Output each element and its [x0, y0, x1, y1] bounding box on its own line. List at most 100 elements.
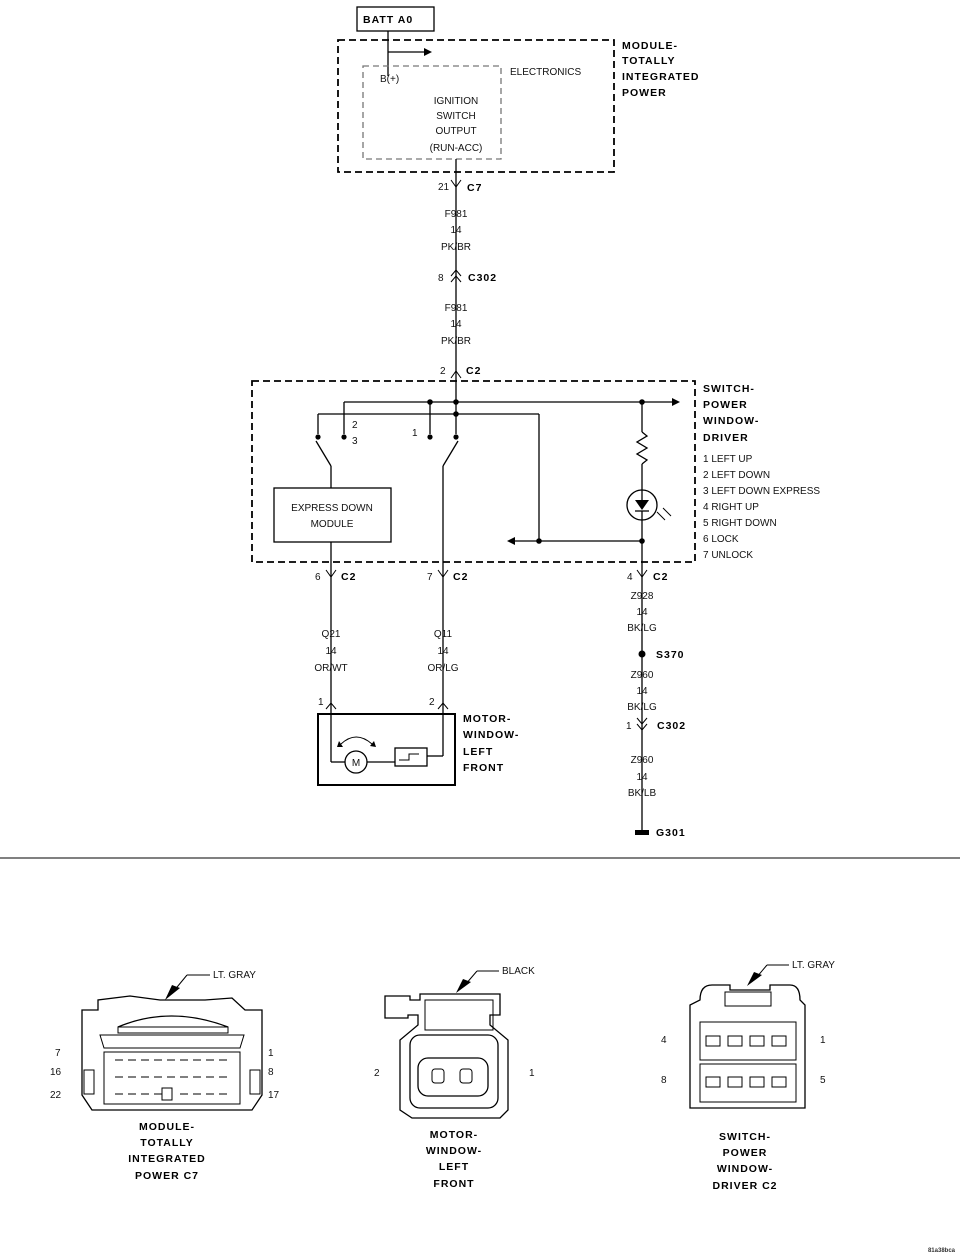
- g301-label: G301: [656, 827, 686, 839]
- figure-id: 81a38bca: [928, 1248, 956, 1254]
- c2-pin6: 6: [315, 572, 321, 583]
- c302-label-a: C302: [468, 272, 497, 284]
- c302-pin-b: 1: [626, 721, 632, 732]
- s370-splice-icon: [638, 650, 646, 658]
- wire1-code: F981: [445, 209, 468, 220]
- motor-view-pin-1: 1: [529, 1068, 535, 1079]
- wire1-gauge: 14: [450, 225, 462, 236]
- tipm-electronics: ELECTRONICS: [510, 67, 581, 78]
- z928-gauge: 14: [636, 607, 648, 618]
- c2-view-pin-1: 1: [820, 1035, 826, 1046]
- batt-label: BATT A0: [363, 14, 413, 26]
- motor-pin2: 2: [429, 697, 435, 708]
- motor-m-label: M: [352, 758, 360, 769]
- motor-view-pin-2: 2: [374, 1068, 380, 1079]
- q11-color: OR/LG: [427, 663, 458, 674]
- legend-5: 5 RIGHT DOWN: [703, 518, 777, 529]
- c7-view-title-2: TOTALLY: [140, 1137, 193, 1149]
- legend-1: 1 LEFT UP: [703, 454, 753, 465]
- tipm-title-4: POWER: [622, 87, 667, 99]
- c7-pin: 21: [438, 182, 450, 193]
- ground-icon: [635, 830, 649, 835]
- c2-label-6: C2: [341, 571, 356, 583]
- z960a-color: BK/LG: [627, 702, 657, 713]
- tipm-title-2: TOTALLY: [622, 55, 675, 67]
- z928-color: BK/LG: [627, 623, 657, 634]
- batt-box: [356, 6, 435, 32]
- c7-pin-7: 7: [55, 1048, 61, 1059]
- ign-1: IGNITION: [434, 96, 478, 107]
- motor-view-title-3: LEFT: [439, 1161, 469, 1173]
- switch-title-1: SWITCH-: [703, 383, 755, 395]
- c7-view-title-3: INTEGRATED: [128, 1153, 205, 1165]
- switch-power-window-driver: SWITCH- POWER WINDOW- DRIVER 1 LEFT UP 2…: [251, 380, 820, 563]
- c2-pin4: 4: [627, 572, 633, 583]
- ign-3: OUTPUT: [435, 126, 476, 137]
- q21-color: OR/WT: [314, 663, 347, 674]
- c2-pin7: 7: [427, 572, 433, 583]
- wire2-code: F981: [445, 303, 468, 314]
- switch-title-4: DRIVER: [703, 432, 749, 444]
- c2-view-title-4: DRIVER C2: [712, 1180, 777, 1192]
- legend-7: 7 UNLOCK: [703, 550, 753, 561]
- legend-2: 2 LEFT DOWN: [703, 470, 770, 481]
- legend-6: 6 LOCK: [703, 534, 739, 545]
- c7-pin-1: 1: [268, 1048, 274, 1059]
- c2-view-title-3: WINDOW-: [717, 1163, 773, 1175]
- c7-view-title-1: MODULE-: [139, 1121, 195, 1133]
- legend-4: 4 RIGHT UP: [703, 502, 759, 513]
- z960a-gauge: 14: [636, 686, 648, 697]
- c2-view-pin-5: 5: [820, 1075, 826, 1086]
- tipm-title-3: INTEGRATED: [622, 71, 699, 83]
- c7-view-color: LT. GRAY: [213, 970, 256, 981]
- c7-pin-8: 8: [268, 1067, 274, 1078]
- connector-view-tipm-c7: LT. GRAY 7 16 22 1 8 17 MODULE- TOTALLY …: [50, 970, 280, 1182]
- motor-view-color: BLACK: [502, 966, 535, 977]
- express-label-1: EXPRESS DOWN: [291, 503, 373, 514]
- tipm-module: MODULE- TOTALLY INTEGRATED POWER ELECTRO…: [337, 39, 699, 173]
- motor-view-title-4: FRONT: [433, 1178, 474, 1190]
- c7-pin-22: 22: [50, 1090, 62, 1101]
- motor-pin1: 1: [318, 697, 324, 708]
- motor-window-left-front: 1 2 M MOTOR- WINDOW- LEFT FRONT: [317, 697, 519, 786]
- c2-top-label: C2: [466, 365, 481, 377]
- q21-code: Q21: [322, 629, 341, 640]
- z960a-code: Z960: [631, 670, 654, 681]
- breaker-icon: [394, 747, 428, 767]
- c2-view-title-1: SWITCH-: [719, 1131, 771, 1143]
- motor-title-2: WINDOW-: [463, 729, 519, 741]
- motor-title-3: LEFT: [463, 746, 493, 758]
- ign-2: SWITCH: [436, 111, 475, 122]
- ign-4: (RUN-ACC): [430, 143, 483, 154]
- c302-label-b: C302: [657, 720, 686, 732]
- sw-label-1: 1: [412, 428, 418, 439]
- c302-ground-connector-icon: [636, 717, 648, 731]
- express-label-2: MODULE: [311, 519, 354, 530]
- q11-code: Q11: [434, 629, 453, 640]
- s370-label: S370: [656, 649, 685, 661]
- resistor-icon: [635, 431, 649, 465]
- c2-top-connector-icon: [450, 370, 462, 379]
- q11-gauge: 14: [437, 646, 449, 657]
- motor-pin2-connector-icon: [437, 702, 449, 710]
- switch-title-2: POWER: [703, 399, 748, 411]
- c302-connector-icon: [450, 269, 462, 283]
- connector-view-switch-c2: LT. GRAY 4 8 1 5 SWITCH- POWER WINDOW- D…: [661, 960, 835, 1192]
- q21-gauge: 14: [325, 646, 337, 657]
- tipm-title-1: MODULE-: [622, 40, 678, 52]
- rotation-arrow-icon: [340, 736, 373, 745]
- switch-title-3: WINDOW-: [703, 415, 759, 427]
- tipm-bplus: B(+): [380, 74, 399, 85]
- motor-title-1: MOTOR-: [463, 713, 511, 725]
- c2-view-pin-8: 8: [661, 1075, 667, 1086]
- wire2-gauge: 14: [450, 319, 462, 330]
- c7-connector-icon: [450, 179, 462, 188]
- c2-label-4: C2: [653, 571, 668, 583]
- sw-label-3: 3: [352, 436, 358, 447]
- sw-label-2: 2: [352, 420, 358, 431]
- c7-pin-16: 16: [50, 1067, 62, 1078]
- connector-view-motor: BLACK 2 1 MOTOR- WINDOW- LEFT FRONT: [374, 966, 535, 1190]
- c2-view-pin-4: 4: [661, 1035, 667, 1046]
- motor-view-title-2: WINDOW-: [426, 1145, 482, 1157]
